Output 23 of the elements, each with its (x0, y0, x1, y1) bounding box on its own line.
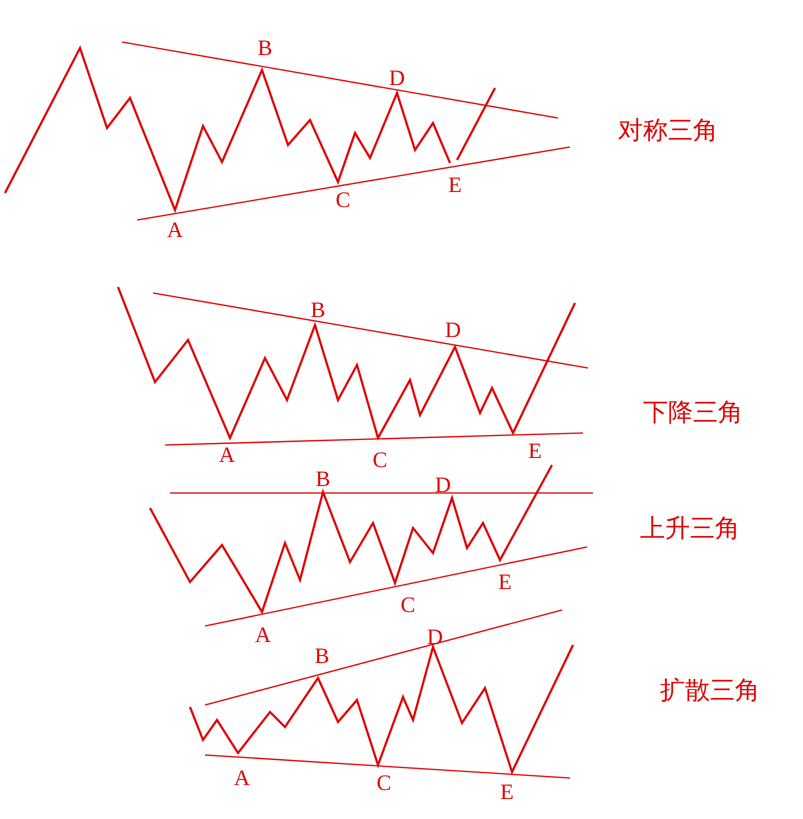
point-label: D (435, 474, 451, 496)
pattern-title: 扩散三角 (660, 676, 760, 704)
point-label: B (258, 37, 272, 59)
point-label: E (498, 571, 512, 593)
point-label: C (372, 449, 388, 471)
point-label: E (448, 174, 462, 196)
point-label: C (400, 594, 416, 616)
point-label: E (500, 781, 514, 803)
point-label: D (445, 319, 461, 341)
pattern-title: 对称三角 (618, 116, 718, 144)
pattern-title: 上升三角 (640, 514, 740, 542)
point-label: A (167, 219, 183, 241)
point-label: B (310, 299, 326, 321)
point-label: C (376, 772, 392, 794)
point-label: B (314, 645, 330, 667)
point-label: A (234, 767, 250, 789)
point-label: A (255, 624, 271, 646)
point-label: C (336, 189, 350, 211)
point-label: A (219, 444, 235, 466)
point-label: E (528, 440, 542, 462)
point-label: D (389, 67, 405, 89)
pattern-title: 下降三角 (643, 398, 743, 426)
point-label: B (316, 468, 330, 490)
